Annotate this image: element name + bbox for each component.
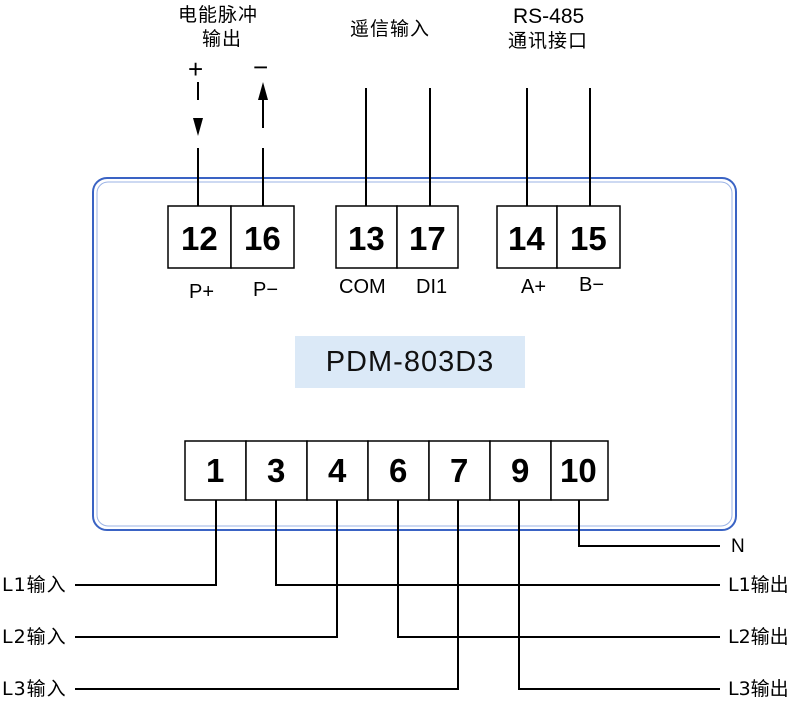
device-panel-inner: [96, 181, 733, 527]
rs485-title: RS-485: [513, 5, 585, 28]
terminal-box-13: [335, 205, 398, 269]
wire-label-l2-in: L2输入: [2, 626, 67, 648]
model-text: PDM-803D3: [325, 345, 495, 378]
terminal-14-number: 14: [508, 220, 545, 257]
wire-label-l1-out: L1输出: [728, 574, 789, 596]
pulse-minus-sign: −: [253, 52, 269, 82]
terminal-box-4: [306, 440, 369, 501]
terminal-12-label: P+: [189, 281, 215, 303]
wire-label-l3-out: L3输出: [728, 678, 789, 700]
wire-l2-in: [75, 500, 338, 638]
terminal-7-number: 7: [450, 452, 469, 489]
pulse-output-title-line1: 电能脉冲: [178, 4, 259, 26]
terminal-15-number: 15: [570, 220, 607, 257]
rs485-subtitle: 通讯接口: [508, 30, 589, 52]
terminal-box-14: [496, 205, 558, 269]
terminal-14-label: A+: [521, 276, 547, 298]
terminal-1-number: 1: [206, 452, 225, 489]
terminal-box-17: [396, 205, 459, 269]
wire-label-n: N: [731, 536, 745, 557]
wire-l2-out: [397, 500, 720, 638]
terminal-16-number: 16: [244, 220, 281, 257]
terminal-9-number: 9: [511, 452, 530, 489]
model-label: PDM-803D3: [295, 336, 525, 388]
arrow-down-icon: [193, 118, 203, 136]
pulse-output-title-line2: 输出: [202, 28, 243, 50]
wire-label-l3-in: L3输入: [2, 678, 67, 700]
arrow-up-icon: [258, 82, 268, 100]
pulse-plus-sign: +: [188, 54, 204, 84]
terminal-16-label: P−: [253, 279, 279, 301]
terminal-13-number: 13: [348, 220, 385, 257]
terminal-box-10: [550, 440, 609, 501]
terminal-box-12: [167, 205, 232, 269]
terminal-6-number: 6: [389, 452, 408, 489]
terminal-10-number: 10: [560, 452, 597, 489]
terminal-15-label: B−: [579, 274, 605, 296]
terminal-3-number: 3: [267, 452, 286, 489]
terminal-box-15: [556, 205, 621, 269]
wire-l3-in: [75, 500, 459, 690]
wire-n: [578, 500, 720, 547]
terminal-box-16: [230, 205, 295, 269]
terminal-box-9: [489, 440, 552, 501]
wire-l1-out: [275, 500, 720, 586]
terminal-13-label: COM: [339, 276, 386, 298]
terminal-17-label: DI1: [416, 276, 448, 298]
wire-label-l1-in: L1输入: [2, 574, 67, 596]
terminal-box-7: [428, 440, 491, 501]
wire-label-l2-out: L2输出: [728, 626, 789, 648]
wire-l1-in: [75, 500, 217, 586]
remote-signal-title: 遥信输入: [350, 18, 431, 40]
terminal-4-number: 4: [328, 452, 347, 489]
terminal-12-number: 12: [181, 220, 218, 257]
wire-l3-out: [518, 500, 720, 690]
terminal-box-3: [245, 440, 308, 501]
terminal-17-number: 17: [409, 220, 446, 257]
